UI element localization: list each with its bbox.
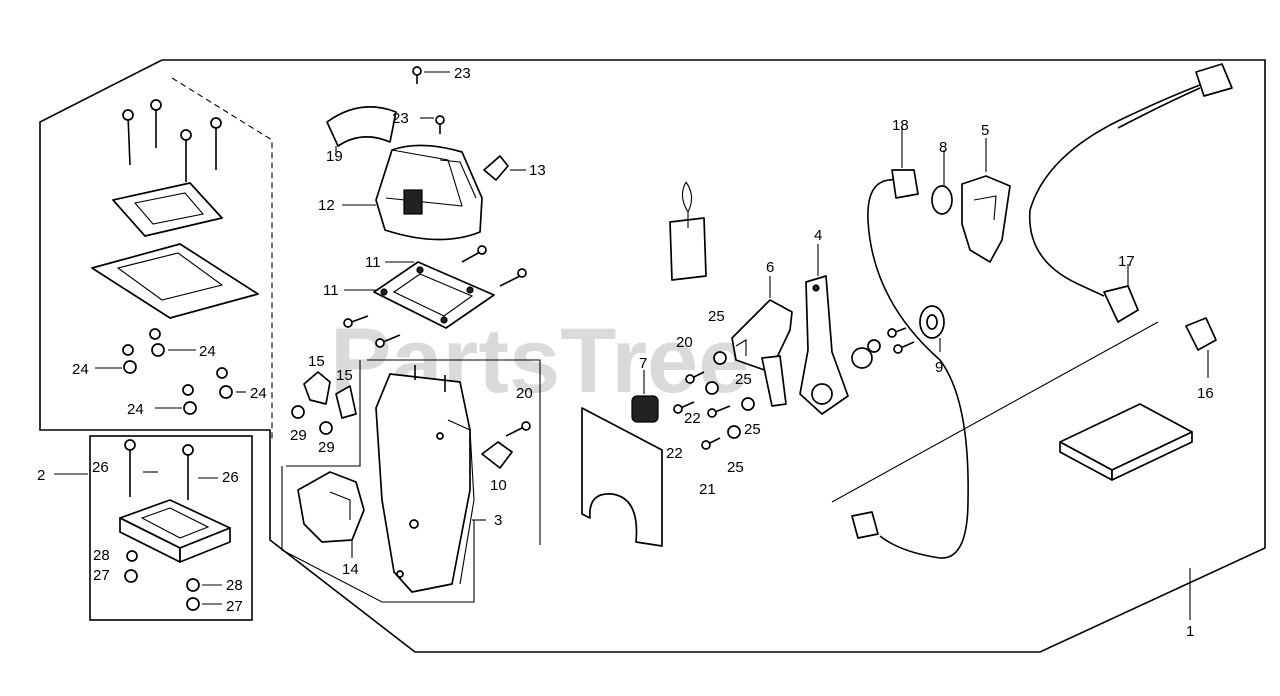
callout-3: 3 [494,512,502,529]
callout-26-right: 26 [222,469,239,486]
callout-4: 4 [814,227,822,244]
harness-18 [851,169,969,559]
callout-23-mid: 23 [392,110,409,127]
owners-manual [1059,403,1193,481]
callout-14: 14 [342,561,359,578]
mounting-screws [122,99,222,182]
washers-and-screws-right [851,327,915,369]
base-plate-11 [373,261,495,329]
switch-housing-5 [961,175,1011,263]
washers-25 [705,351,755,439]
clip-10 [481,441,513,469]
kit-nuts [124,550,200,611]
callout-24-b: 24 [72,361,89,378]
bolts-11 [343,245,527,348]
callout-25-c: 25 [744,421,761,438]
kit-plate [119,499,231,563]
callout-16: 16 [1197,385,1214,402]
lever-arm [761,355,787,407]
grommet-8 [931,185,953,215]
callout-18: 18 [892,117,909,134]
callout-15-left: 15 [308,353,325,370]
callout-24-d: 24 [127,401,144,418]
callout-2: 2 [37,467,45,484]
callout-15-right: 15 [336,367,353,384]
gasket [91,243,259,319]
callout-27-left: 27 [93,567,110,584]
callout-25-d: 25 [727,459,744,476]
tag-with-key [669,181,707,281]
bolts-20-22-21 [673,371,731,450]
callout-22-right: 22 [684,410,701,427]
bracket-13 [483,155,509,181]
callout-labels: 1 2 3 4 5 6 7 8 9 10 11 11 12 13 14 15 1… [37,65,1214,640]
ignition-cover-14 [297,471,365,543]
kit-screws-26 [124,439,194,500]
callout-7: 7 [639,355,647,372]
control-lever-4 [799,275,849,415]
nuts-29 [291,405,333,435]
callout-12: 12 [318,197,335,214]
bolt-20-center [505,421,531,437]
panel-gasket [581,407,663,547]
callout-25-b: 25 [735,371,752,388]
callout-5: 5 [981,122,989,139]
callout-29-right: 29 [318,439,335,456]
lever-housing-3 [375,365,475,593]
knob-9 [919,305,945,339]
assembly-outline [39,59,1266,653]
grip-6 [731,299,793,373]
callout-22-left: 22 [666,445,683,462]
callout-27-right: 27 [226,598,243,615]
plug-16 [1185,317,1217,351]
kit-box-part-2 [89,435,253,621]
callout-1: 1 [1186,623,1194,640]
knob-7 [631,395,659,423]
control-case-12 [375,144,483,241]
callout-28-right: 28 [226,577,243,594]
callout-28-left: 28 [93,547,110,564]
callout-10: 10 [490,477,507,494]
callout-26-left: 26 [92,459,109,476]
callout-23-top: 23 [454,65,471,82]
callout-20-right: 20 [676,334,693,351]
screw-23 [412,66,445,134]
callout-20-center: 20 [516,385,533,402]
mounting-plate [112,182,223,237]
callout-25-a: 25 [708,308,725,325]
callout-8: 8 [939,139,947,156]
callout-11-upper: 11 [365,254,381,271]
callout-17: 17 [1118,253,1135,270]
callout-13: 13 [529,162,546,179]
cover-19 [326,106,397,147]
callout-24-a: 24 [199,343,216,360]
callout-21: 21 [699,481,716,498]
callout-24-c: 24 [250,385,267,402]
nuts-24 [122,328,233,415]
callout-19: 19 [326,148,343,165]
callout-9: 9 [935,359,943,376]
remote-cable-17 [1028,63,1233,323]
callout-6: 6 [766,259,774,276]
assembly-3-frame [367,359,541,545]
lever-bracket-15 [303,371,357,419]
callout-11-lower: 11 [323,282,339,299]
callout-29-left: 29 [290,427,307,444]
